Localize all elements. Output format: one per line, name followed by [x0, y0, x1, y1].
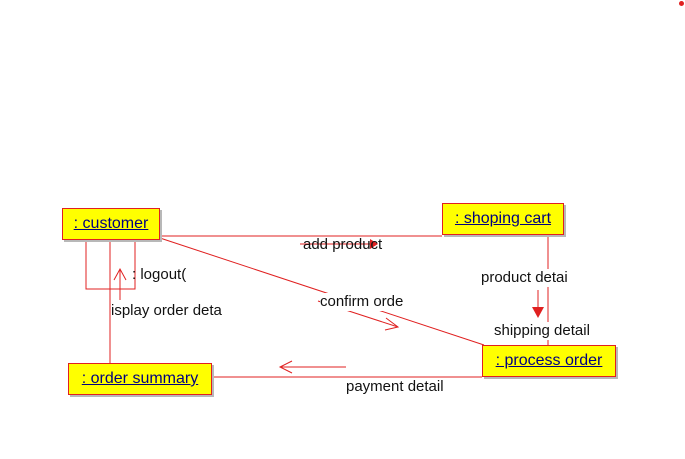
- object-customer[interactable]: : customer: [62, 208, 160, 240]
- object-customer-label: : customer: [73, 215, 149, 232]
- corner-dot: [679, 1, 684, 6]
- object-order-summary[interactable]: : order summary: [68, 363, 212, 395]
- object-shoping-cart[interactable]: : shoping cart: [442, 203, 564, 235]
- arrowhead-product-details: [532, 307, 544, 318]
- arrowhead-confirm-order: [384, 317, 400, 331]
- message-display-order-details: isplay order deta: [111, 302, 222, 320]
- message-confirm-order: confirm orde: [320, 293, 404, 311]
- message-logout: : logout(: [132, 266, 187, 283]
- object-shoping-cart-label: : shoping cart: [454, 210, 552, 227]
- link-customer-process: [159, 237, 485, 346]
- object-process-order-label: : process order: [495, 352, 603, 369]
- message-product-details: product detai: [481, 269, 568, 287]
- object-order-summary-label: : order summary: [81, 370, 199, 387]
- message-add-product: add product: [303, 236, 383, 253]
- arrowhead-add-product: [370, 239, 378, 249]
- object-process-order[interactable]: : process order: [482, 345, 616, 377]
- message-payment-details: payment detail: [346, 378, 444, 396]
- arrowhead-logout: [113, 267, 127, 281]
- arrowhead-payment-details: [278, 360, 293, 374]
- message-shipping-details: shipping detail: [494, 322, 590, 340]
